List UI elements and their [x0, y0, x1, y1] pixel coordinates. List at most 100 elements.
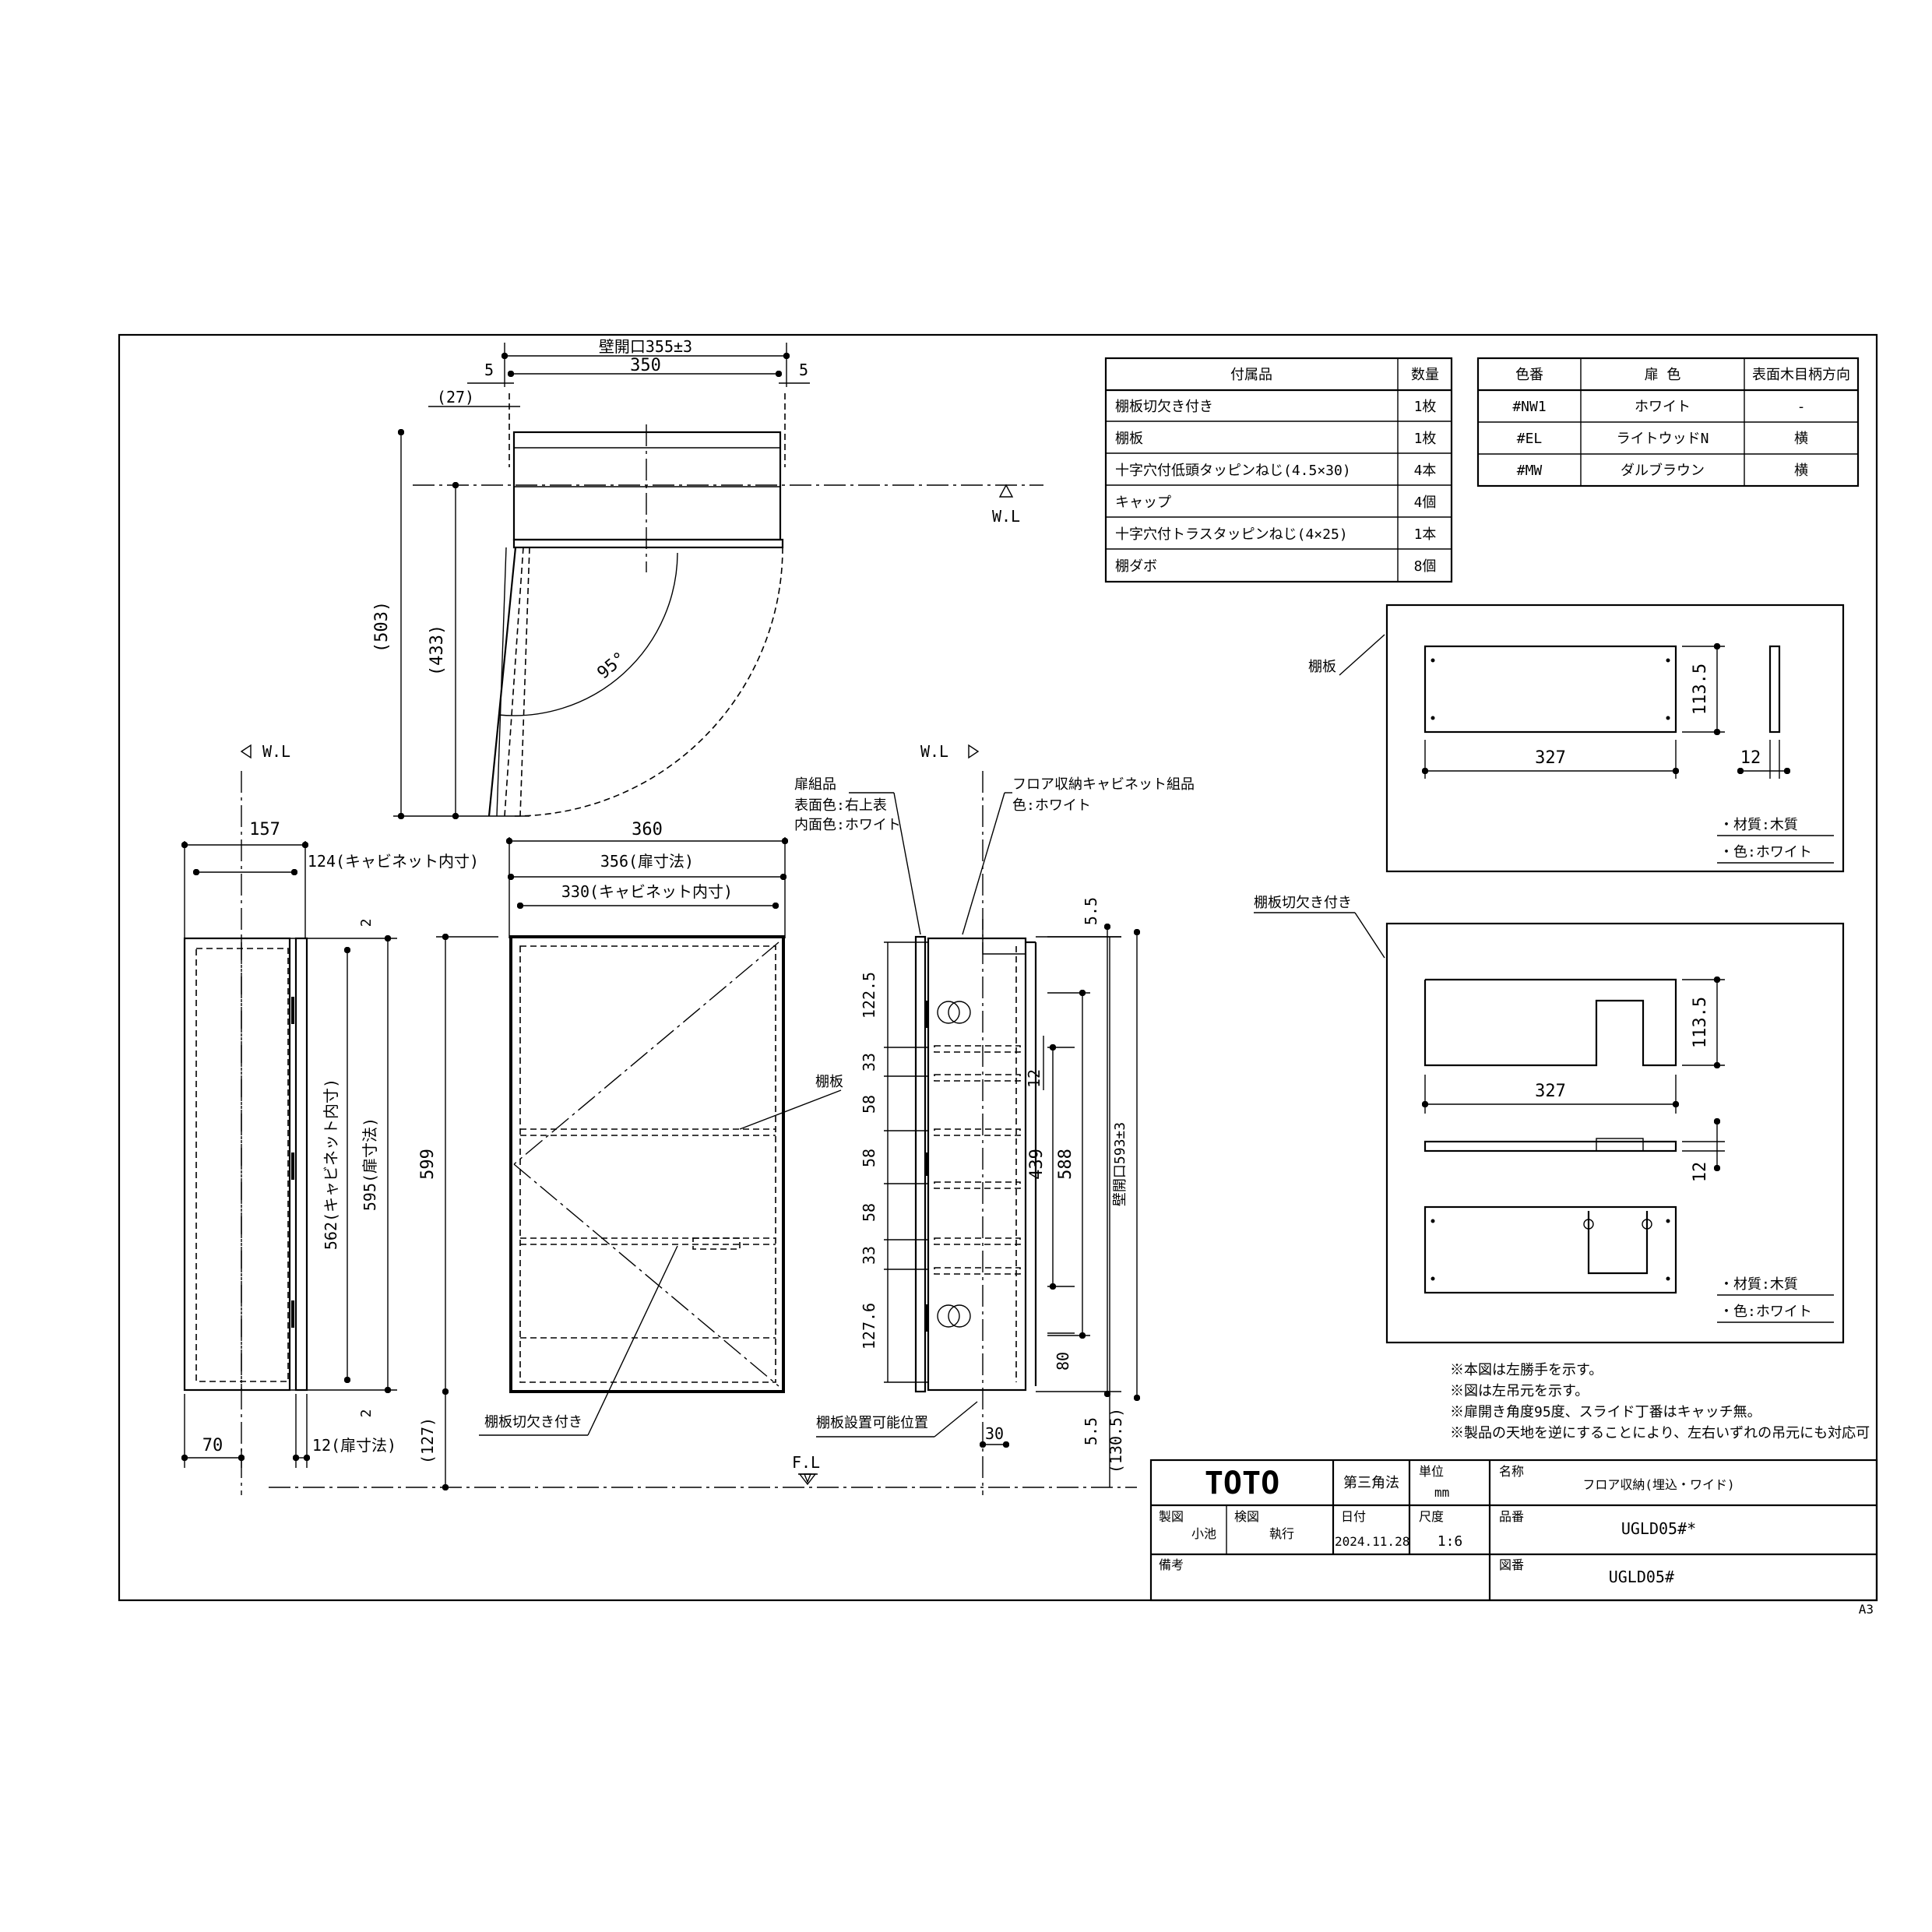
- accessories-table: 付属品 数量 棚板切欠き付き 1枚 棚板 1枚 十字穴付低頭タッピンねじ(4.5…: [1104, 357, 1453, 583]
- acc-header-item: 付属品: [1230, 367, 1272, 383]
- side-view-wl: W.L: [920, 742, 948, 761]
- checked-value: 執行: [1269, 1526, 1294, 1541]
- unit-value: mm: [1434, 1485, 1449, 1500]
- depth-inner-124: 124(キャビネット内寸): [308, 852, 479, 871]
- color-header-door: 扉 色: [1645, 367, 1681, 383]
- shelf-color: ・色:ホワイト: [1719, 844, 1812, 860]
- color-row-2-grain: 横: [1794, 431, 1808, 447]
- name-value: フロア収納(埋込・ワイド): [1582, 1477, 1734, 1492]
- pitch-33-top: 33: [860, 1053, 878, 1072]
- top-gap-5-5: 5.5: [1082, 897, 1100, 925]
- acc-row-4-item: キャップ: [1115, 494, 1171, 511]
- width-dim: 350: [630, 356, 661, 375]
- note-4: ※製品の天地を逆にすることにより、左右いずれの吊元にも対応可: [1450, 1425, 1870, 1441]
- pitch-127-6: 127.6: [860, 1303, 878, 1350]
- cabinet-color: 色:ホワイト: [1012, 797, 1091, 814]
- left-view: W.L 157 124(キャビネット内寸) 562(キャビネット内寸) 595(…: [181, 742, 479, 1495]
- acc-row-2-qty: 1枚: [1414, 431, 1437, 447]
- shelf-depth-113-5: 113.5: [1691, 663, 1710, 715]
- date-value: 2024.11.28: [1335, 1534, 1409, 1549]
- scale-value: 1:6: [1438, 1533, 1463, 1550]
- acc-row-5-qty: 1本: [1414, 526, 1437, 543]
- toto-logo: TOTO: [1205, 1466, 1279, 1501]
- shelf-width-327: 327: [1535, 748, 1566, 768]
- door-color-surface: 表面色:右上表: [794, 797, 887, 814]
- color-row-1-grain: -: [1797, 399, 1806, 415]
- drawing-label: 図番: [1499, 1557, 1524, 1572]
- drawn-label: 製図: [1159, 1509, 1184, 1524]
- remarks-label: 備考: [1159, 1557, 1184, 1572]
- range-588: 588: [1056, 1149, 1075, 1180]
- color-table: 色番 扉 色 表面木目柄方向 #NW1 ホワイト - #EL ライトウッドN 横…: [1476, 357, 1860, 487]
- cabinet-assembly-label: フロア収納キャビネット組品: [1012, 776, 1195, 793]
- depth-total-157: 157: [249, 820, 280, 839]
- notched-material: ・材質:木質: [1719, 1276, 1798, 1293]
- side-view: W.L 扉組品 表面色:右上表 内面色:ホワイト フロア収納キャビネット組品 色…: [794, 742, 1195, 1495]
- shelf-label: 棚板: [815, 1074, 843, 1090]
- note-3: ※扉開き角度95度、スライド丁番はキャッチ無。: [1450, 1404, 1761, 1420]
- acc-row-1-item: 棚板切欠き付き: [1115, 399, 1213, 415]
- front-view: 360 356(扉寸法) 330(キャビネット内寸) 棚板 棚板切欠き付き 59…: [269, 820, 1137, 1491]
- gap-left-dim: 5: [484, 361, 494, 379]
- height-door-595: 595(扉寸法): [361, 1117, 379, 1211]
- color-row-2-name: ライトウッドN: [1617, 431, 1709, 447]
- color-row-1-name: ホワイト: [1635, 399, 1691, 415]
- bottom-offset-130-5: (130.5): [1107, 1408, 1125, 1473]
- notched-width-327: 327: [1535, 1082, 1566, 1101]
- acc-row-6-qty: 8個: [1414, 558, 1437, 575]
- color-header-code: 色番: [1515, 367, 1543, 383]
- notched-shelf-detail-label: 棚板切欠き付き: [1254, 895, 1352, 911]
- acc-row-2-item: 棚板: [1115, 431, 1143, 447]
- height-inner-562: 562(キャビネット内寸): [322, 1079, 340, 1250]
- depth-inner-dim: (433): [428, 625, 447, 676]
- door-color-inner: 内面色:ホワイト: [794, 817, 901, 833]
- product-value: UGLD05#*: [1621, 1519, 1696, 1538]
- gap-bottom-2: 2: [358, 1409, 375, 1418]
- pitch-58-b: 58: [860, 1149, 878, 1167]
- acc-row-4-qty: 4個: [1414, 494, 1437, 511]
- acc-row-6-item: 棚ダボ: [1115, 558, 1157, 575]
- notched-color: ・色:ホワイト: [1719, 1304, 1812, 1320]
- floor-level: F.L: [792, 1453, 820, 1472]
- wall-opening-dim: 壁開口355±3: [599, 337, 692, 356]
- gap-right-dim: 5: [799, 361, 808, 379]
- dim-30: 30: [985, 1424, 1004, 1443]
- color-row-3-code: #MW: [1517, 463, 1543, 479]
- acc-row-1-qty: 1枚: [1414, 399, 1437, 415]
- top-view-wl: W.L: [992, 507, 1020, 526]
- gap-top-2: 2: [358, 919, 375, 927]
- acc-row-3-item: 十字穴付低頭タッピンねじ(4.5×30): [1115, 463, 1351, 479]
- notched-depth-113-5: 113.5: [1691, 997, 1710, 1048]
- pitch-33-bottom: 33: [860, 1246, 878, 1265]
- notched-shelf-label: 棚板切欠き付き: [484, 1414, 582, 1431]
- sheet-size: A3: [1859, 1602, 1874, 1617]
- drawn-value: 小池: [1191, 1526, 1216, 1541]
- note-2: ※図は左吊元を示す。: [1450, 1383, 1589, 1399]
- shelf-detail-label: 棚板: [1308, 659, 1336, 675]
- offset-dim: (27): [437, 388, 474, 406]
- shelf-detail: 棚板 113.5 327 12 ・材質:木質 ・色:ホワイト: [1308, 604, 1845, 873]
- drawing-value: UGLD05#: [1609, 1568, 1674, 1586]
- pitch-122-5: 122.5: [860, 972, 878, 1019]
- title-block: TOTO 第三角法 単位 mm 名称 フロア収納(埋込・ワイド) 製図 小池 検…: [1149, 1459, 1878, 1617]
- color-row-3-name: ダルブラウン: [1621, 462, 1705, 479]
- door-thickness-12: 12(扉寸法): [312, 1436, 396, 1455]
- width-inner-330: 330(キャビネット内寸): [561, 882, 733, 901]
- date-label: 日付: [1341, 1509, 1366, 1524]
- shelf-thickness-12: 12: [1740, 748, 1761, 768]
- left-view-wl: W.L: [262, 742, 290, 761]
- width-door-356: 356(扉寸法): [600, 852, 694, 871]
- acc-row-3-qty: 4本: [1414, 463, 1437, 479]
- pitch-58-a: 58: [860, 1095, 878, 1114]
- swing-angle: 95°: [594, 649, 631, 684]
- dim-80: 80: [1054, 1352, 1072, 1371]
- scale-label: 尺度: [1419, 1509, 1444, 1524]
- depth-total-dim: (503): [372, 601, 392, 653]
- range-439: 439: [1027, 1149, 1047, 1180]
- bottom-gap-5-5: 5.5: [1082, 1417, 1100, 1445]
- bottom-depth-70: 70: [202, 1436, 223, 1455]
- name-label: 名称: [1499, 1464, 1524, 1479]
- floor-gap-127: (127): [418, 1417, 437, 1464]
- shelf-position-label: 棚板設置可能位置: [816, 1415, 928, 1431]
- notes: ※本図は左勝手を示す。 ※図は左吊元を示す。 ※扉開き角度95度、スライド丁番は…: [1450, 1362, 1870, 1441]
